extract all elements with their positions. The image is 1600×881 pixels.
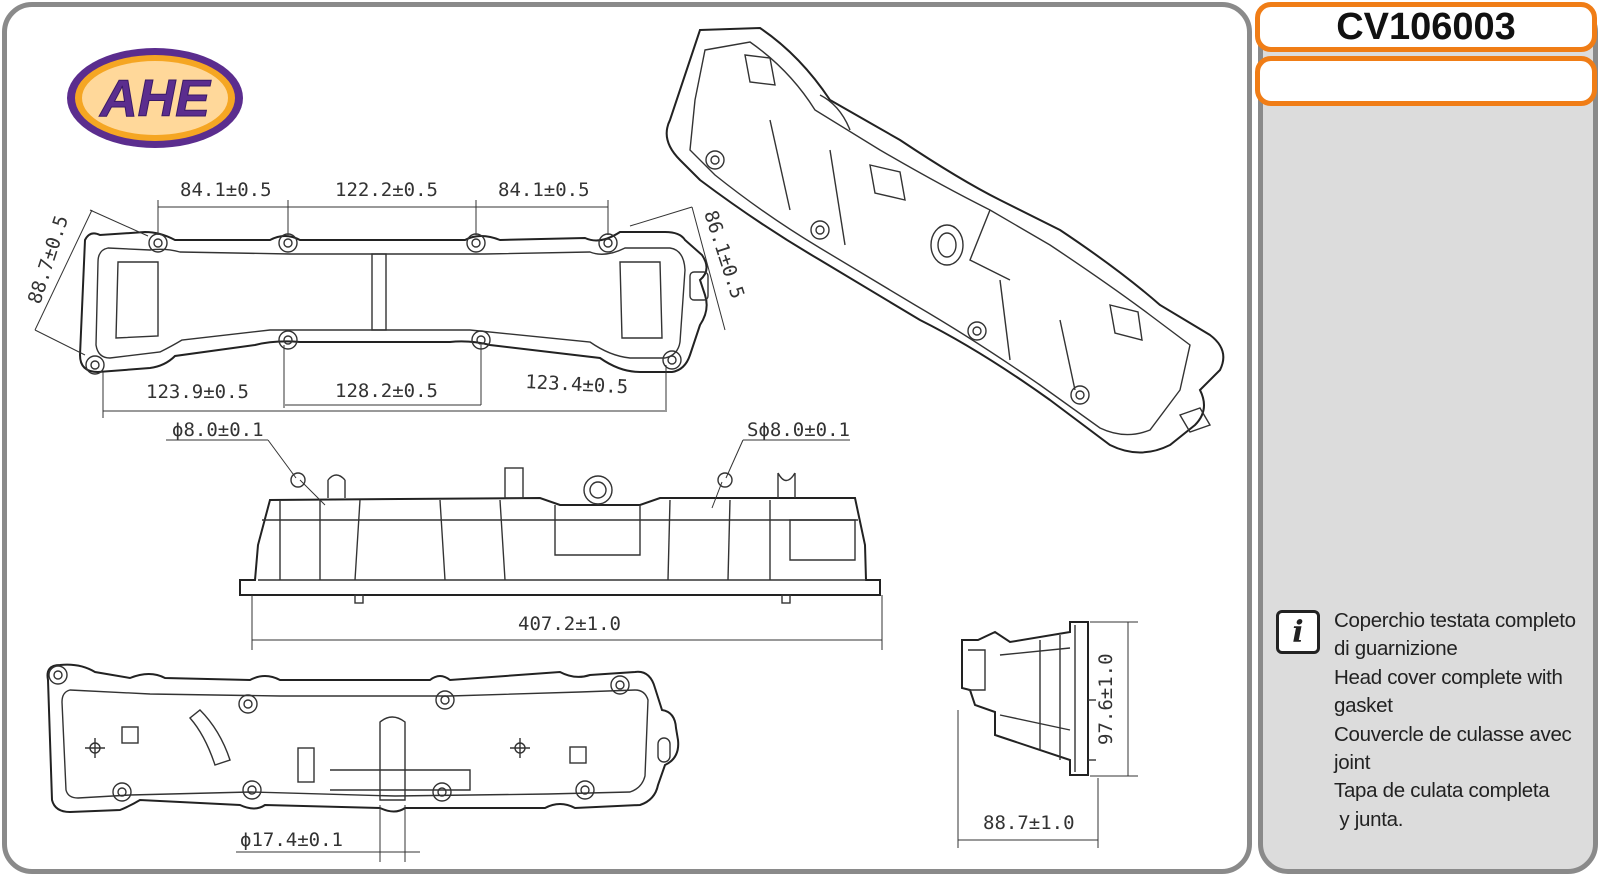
product-code: CV106003 (1255, 2, 1597, 52)
dim-left-hole: ϕ8.0±0.1 (172, 419, 264, 441)
dim-end-width: 88.7±1.0 (983, 812, 1075, 834)
dim-overall-length: 407.2±1.0 (518, 613, 621, 635)
desc-line-fr-1: Couvercle de culasse avec (1334, 722, 1572, 746)
desc-line-en-1: Head cover complete with (1334, 665, 1563, 689)
bottom-view: ϕ17.4±0.1 (46, 663, 680, 862)
desc-line-es-2: y junta. (1334, 807, 1404, 831)
desc-line-fr-2: joint (1334, 751, 1371, 775)
dim-bottom-right: 123.4±0.5 (525, 371, 629, 398)
top-view: 84.1±0.5 122.2±0.5 84.1±0.5 123.9±0.5 12… (24, 179, 748, 418)
isometric-view (665, 26, 1225, 454)
technical-drawing: 84.1±0.5 122.2±0.5 84.1±0.5 123.9±0.5 12… (24, 26, 1225, 862)
dim-right-side: 86.1±0.5 (699, 208, 748, 302)
desc-line-it-1: Coperchio testata completo (1334, 609, 1576, 632)
dim-right-hole: Sϕ8.0±0.1 (747, 419, 850, 441)
desc-line-en-2: gasket (1334, 694, 1393, 718)
desc-line-es-1: Tapa de culata completa (1334, 779, 1550, 803)
info-panel (1258, 2, 1598, 874)
secondary-code-box (1255, 56, 1597, 106)
product-description: Coperchio testata completo di guarnizion… (1334, 607, 1596, 834)
dim-bottom-left: 123.9±0.5 (146, 381, 249, 403)
dim-bottom-middle: 128.2±0.5 (335, 380, 438, 402)
dim-top-middle: 122.2±0.5 (335, 179, 438, 201)
desc-line-it-2: di guarnizione (1334, 637, 1458, 661)
dim-left-side: 88.7±0.5 (24, 213, 73, 307)
brand-logo: AHE (67, 48, 243, 148)
dim-port-diameter: ϕ17.4±0.1 (240, 829, 343, 851)
info-icon: i (1276, 610, 1320, 654)
dim-top-left: 84.1±0.5 (180, 179, 272, 201)
side-view: ϕ8.0±0.1 Sϕ8.0±0.1 407.2±1.0 (166, 419, 883, 650)
logo-text: AHE (98, 70, 211, 128)
end-view: 97.6±1.0 88.7±1.0 (957, 621, 1138, 848)
dim-end-height: 97.6±1.0 (1095, 653, 1117, 745)
dim-top-right: 84.1±0.5 (498, 179, 590, 201)
